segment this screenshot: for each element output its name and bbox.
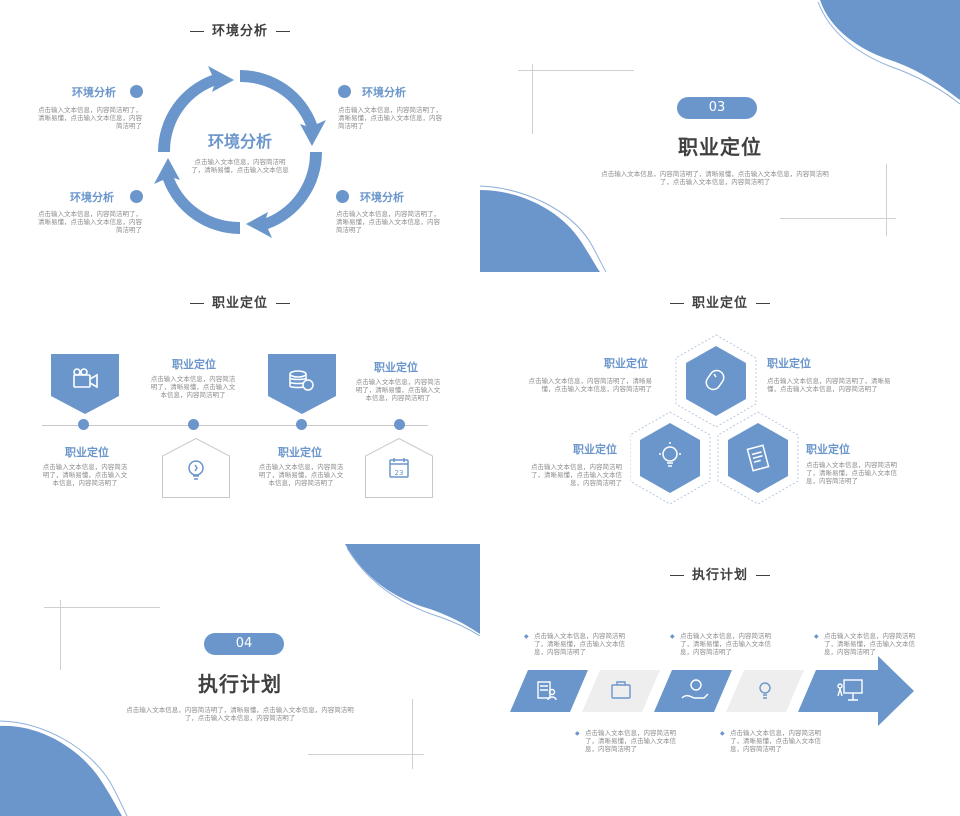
divider-line: [308, 754, 424, 755]
video-camera-icon: [73, 368, 98, 389]
note-text: 点击输入文本信息，内容简洁明了，清晰易懂，点击输入文本信息，内容简洁明了: [680, 632, 771, 656]
note-text: 点击输入文本信息，内容简洁明了，清晰易懂，点击输入文本信息，内容简洁明了: [730, 729, 821, 753]
pentagon-card-outlined: 23: [365, 438, 433, 498]
bullet-dot: [336, 190, 349, 203]
bullet-dot: [130, 190, 143, 203]
item-heading: 职业定位: [604, 357, 648, 370]
briefcase-icon: [611, 681, 631, 699]
slide-title: 执行计划: [480, 564, 960, 583]
section-title: 职业定位: [678, 135, 762, 159]
coins-icon: [289, 370, 314, 391]
calendar-day: 23: [395, 469, 404, 477]
lightbulb-icon: [759, 682, 771, 699]
note-text: 点击输入文本信息，内容简洁明了，清晰易懂，点击输入文本信息，内容简洁明了: [824, 632, 915, 656]
hexagon-cluster: [630, 334, 799, 505]
diamond-bullet-icon: ◆: [575, 730, 580, 737]
document-icon: [746, 444, 770, 472]
section-title: 执行计划: [198, 672, 282, 696]
item-text: 点击输入文本信息，内容简洁明了，清晰易懂，点击输入文本信息，内容简洁明了: [150, 375, 236, 399]
corner-blob-decoration: [0, 720, 128, 816]
bullet-dot: [130, 85, 143, 98]
corner-blob-decoration: [480, 185, 607, 272]
section-text: 点击输入文本信息，内容简洁明了，清晰易懂，点击输入文本信息，内容简洁明了，点击输…: [601, 170, 829, 186]
timeline-dot: [394, 419, 405, 430]
lightbulb-icon: [659, 442, 681, 467]
pentagon-card-filled: [268, 354, 336, 414]
timeline-dot: [296, 419, 307, 430]
slide-environment-analysis: 环境分析 环境分析 点击输入文本信息，内容简洁明了，清晰易懂，点击输入文本信息 …: [0, 0, 480, 272]
item-heading: 职业定位: [172, 358, 216, 371]
slide-title: 职业定位: [480, 292, 960, 311]
note-text: 点击输入文本信息，内容简洁明了，清晰易懂，点击输入文本信息，内容简洁明了: [534, 632, 625, 656]
divider-line: [44, 607, 160, 608]
lightbulb-icon: [188, 460, 204, 480]
slide-title: 职业定位: [0, 292, 480, 311]
item-text: 点击输入文本信息，内容简洁明了，清晰易懂，点击输入文本信息，内容简洁明了: [355, 378, 441, 402]
item-text: 点击输入文本信息，内容简洁明了，清晰易懂，点击输入文本信息，内容简洁明了: [767, 377, 891, 393]
process-arrow: [510, 656, 914, 726]
document-person-icon: [537, 681, 557, 701]
note-text: 点击输入文本信息，内容简洁明了，清晰易懂，点击输入文本信息，内容简洁明了: [585, 729, 676, 753]
slide-section-04: 04 执行计划 点击输入文本信息，内容简洁明了，清晰易懂，点击输入文本信息，内容…: [0, 544, 480, 816]
divider-line: [780, 218, 896, 219]
center-text: 点击输入文本信息，内容简洁明了，清晰易懂，点击输入文本信息: [191, 158, 289, 174]
divider-line: [518, 70, 634, 71]
slide-section-03: 03 职业定位 点击输入文本信息，内容简洁明了，清晰易懂，点击输入文本信息，内容…: [480, 0, 960, 272]
calendar-icon: [389, 458, 409, 478]
item-text: 点击输入文本信息，内容简洁明了，清晰易懂，点击输入文本信息，内容简洁明了: [528, 377, 653, 393]
item-heading: 职业定位: [65, 446, 109, 459]
item-heading: 职业定位: [278, 446, 322, 459]
item-heading: 职业定位: [767, 357, 811, 370]
bullet-dot: [338, 85, 351, 98]
slide-title: 环境分析: [0, 20, 480, 39]
item-text: 点击输入文本信息，内容简洁明了，清晰易懂，点击输入文本信息，内容简洁明了: [338, 106, 442, 130]
section-number-badge: 03: [677, 97, 757, 119]
section-number-badge: 04: [204, 633, 284, 655]
section-text: 点击输入文本信息，内容简洁明了，清晰易懂，点击输入文本信息，内容简洁明了，点击输…: [126, 706, 354, 722]
item-text: 点击输入文本信息，内容简洁明了，清晰易懂，点击输入文本信息，内容简洁明了: [258, 463, 344, 487]
item-text: 点击输入文本信息，内容简洁明了，清晰易懂，点击输入文本信息，内容简洁明了: [806, 461, 897, 485]
mouse-icon: [705, 369, 725, 391]
divider-line: [886, 164, 887, 236]
cycle-ring-graphic: [154, 66, 326, 238]
diamond-bullet-icon: ◆: [524, 633, 529, 640]
diamond-bullet-icon: ◆: [670, 633, 675, 640]
pentagon-card-outlined: [162, 438, 230, 498]
item-text: 点击输入文本信息，内容简洁明了，清晰易懂，点击输入文本信息，内容简洁明了: [531, 463, 622, 487]
item-heading: 职业定位: [374, 361, 418, 374]
timeline-dot: [78, 419, 89, 430]
item-heading: 环境分析: [360, 191, 404, 204]
item-text: 点击输入文本信息，内容简洁明了，清晰易懂，点击输入文本信息，内容简洁明了: [42, 463, 128, 487]
slide-execution-plan: 执行计划 ◆ 点击输入文本信息，内容简洁明了，清晰易懂，点击输入文本信息，内容简…: [480, 544, 960, 816]
item-heading: 职业定位: [573, 443, 617, 456]
item-heading: 环境分析: [362, 86, 406, 99]
item-heading: 环境分析: [72, 86, 116, 99]
corner-blob-decoration: [345, 544, 480, 636]
divider-line: [532, 64, 533, 134]
slide-career-hexagons: 职业定位 职业定位 点击输入文本信息，内容简洁明了，清晰易懂，点击输入文本信息，…: [480, 272, 960, 544]
center-title: 环境分析: [207, 132, 272, 151]
divider-line: [60, 600, 61, 670]
diamond-bullet-icon: ◆: [814, 633, 819, 640]
item-heading: 环境分析: [70, 191, 114, 204]
item-heading: 职业定位: [806, 443, 850, 456]
presentation-icon: [837, 679, 863, 701]
pentagon-card-filled: [51, 354, 119, 414]
corner-blob-decoration: [817, 0, 960, 105]
diamond-bullet-icon: ◆: [720, 730, 725, 737]
timeline-dot: [188, 419, 199, 430]
slide-career-timeline: 职业定位 23 职业定位: [0, 272, 480, 544]
item-text: 点击输入文本信息，内容简洁明了，清晰易懂，点击输入文本信息，内容简洁明了: [38, 210, 142, 234]
hand-money-icon: [681, 679, 709, 699]
item-text: 点击输入文本信息，内容简洁明了，清晰易懂，点击输入文本信息，内容简洁明了: [336, 210, 440, 234]
divider-line: [412, 699, 413, 769]
item-text: 点击输入文本信息，内容简洁明了，清晰易懂，点击输入文本信息，内容简洁明了: [38, 106, 142, 130]
timeline-line: [42, 425, 428, 426]
